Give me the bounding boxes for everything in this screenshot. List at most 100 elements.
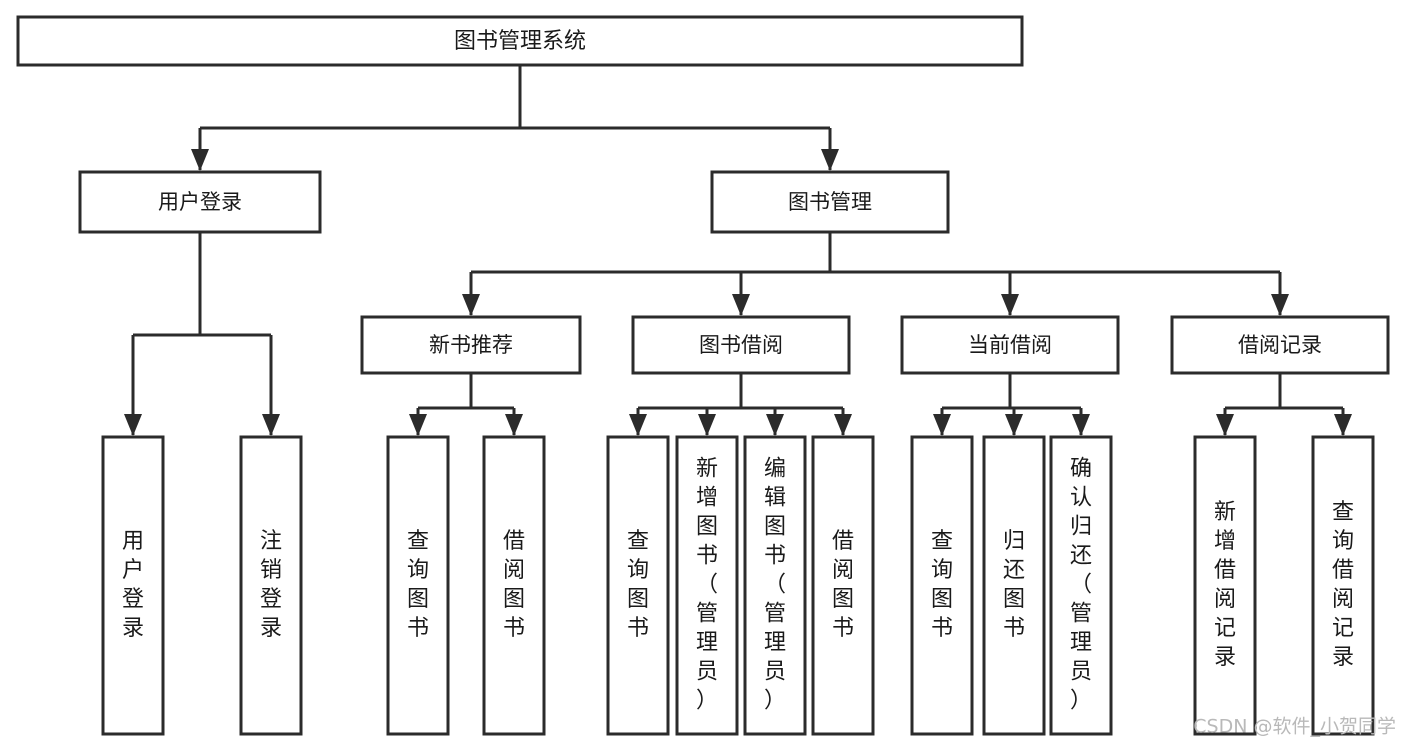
arrow-head-icon: [462, 294, 480, 316]
node-query-book-3-char: 书: [931, 616, 953, 641]
node-user-login-rect[interactable]: [78, 170, 322, 234]
connector-layer: [124, 65, 1352, 436]
node-confirm-return-admin-char: （: [1070, 573, 1092, 598]
node-layer: 图书管理系统用户登录图书管理用户登录注销登录新书推荐查询图书借阅图书图书借阅查询…: [16, 15, 1390, 736]
node-add-borrow-record-char: 借: [1214, 558, 1236, 583]
node-logout-char: 录: [260, 616, 282, 641]
node-query-book-2-rect[interactable]: [606, 435, 670, 736]
node-book-manage[interactable]: 图书管理: [710, 170, 950, 234]
node-add-borrow-record-rect[interactable]: [1193, 435, 1257, 736]
node-add-book-admin-char: 图: [696, 515, 718, 540]
node-borrow-book-2-char: 阅: [832, 558, 854, 583]
node-confirm-return-admin-rect[interactable]: [1049, 435, 1113, 736]
node-confirm-return-admin-char: 归: [1070, 515, 1092, 540]
node-query-book-2-char: 查: [627, 529, 649, 554]
node-add-book-admin-char: 新: [696, 457, 718, 482]
node-query-borrow-record-char: 借: [1332, 558, 1354, 583]
arrow-head-icon: [698, 414, 716, 436]
arrow-head-icon: [1216, 414, 1234, 436]
arrow-head-icon: [1001, 294, 1019, 316]
node-query-borrow-record-char: 询: [1332, 529, 1354, 554]
node-add-book-admin-rect[interactable]: [675, 435, 739, 736]
node-edit-book-admin-char: ）: [764, 689, 786, 714]
node-query-borrow-record-char: 查: [1332, 500, 1354, 525]
node-return-book-char: 书: [1003, 616, 1025, 641]
node-borrow-book-1-rect[interactable]: [482, 435, 546, 736]
node-query-borrow-record-char: 阅: [1332, 587, 1354, 612]
node-query-book-3-rect[interactable]: [910, 435, 974, 736]
node-edit-book-admin-char: 图: [764, 515, 786, 540]
node-new-book-recommend-rect[interactable]: [360, 315, 582, 375]
node-borrow-book-1-char: 图: [503, 587, 525, 612]
node-edit-book-admin-char: 员: [764, 660, 786, 685]
node-add-borrow-record-char: 录: [1214, 645, 1236, 670]
node-query-book-1-char: 查: [407, 529, 429, 554]
node-book-manage-rect[interactable]: [710, 170, 950, 234]
node-logout-char: 销: [260, 558, 282, 583]
node-add-borrow-record-char: 记: [1214, 616, 1236, 641]
node-root-label: 图书管理系统: [454, 29, 586, 54]
node-book-borrow-rect[interactable]: [631, 315, 851, 375]
node-add-borrow-record-char: 增: [1214, 529, 1236, 554]
node-return-book-char: 还: [1003, 558, 1025, 583]
node-current-borrow-label: 当前借阅: [968, 333, 1052, 357]
node-book-borrow[interactable]: 图书借阅: [631, 315, 851, 375]
node-query-book-3-char: 图: [931, 587, 953, 612]
node-book-borrow-label: 图书借阅: [699, 333, 783, 357]
arrow-head-icon: [505, 414, 523, 436]
node-user-login[interactable]: 用户登录: [78, 170, 322, 234]
arrow-head-icon: [1005, 414, 1023, 436]
node-return-book-rect[interactable]: [982, 435, 1046, 736]
node-query-book-1-rect[interactable]: [386, 435, 450, 736]
node-add-book-admin-char: 理: [696, 631, 718, 656]
node-borrow-book-2-char: 图: [832, 587, 854, 612]
arrow-head-icon: [124, 414, 142, 436]
node-login-char: 录: [122, 616, 144, 641]
node-login-rect[interactable]: [101, 435, 165, 736]
arrow-head-icon: [1334, 414, 1352, 436]
node-borrow-records[interactable]: 借阅记录: [1170, 315, 1390, 375]
node-current-borrow-rect[interactable]: [900, 315, 1120, 375]
node-login[interactable]: 用户登录: [101, 435, 165, 736]
node-logout-char: 注: [260, 529, 282, 554]
node-edit-book-admin-rect[interactable]: [743, 435, 807, 736]
node-edit-book-admin-char: （: [764, 573, 786, 598]
node-borrow-book-1-char: 阅: [503, 558, 525, 583]
node-query-borrow-record-rect[interactable]: [1311, 435, 1375, 736]
arrow-head-icon: [732, 294, 750, 316]
node-logout-rect[interactable]: [239, 435, 303, 736]
node-new-book-recommend[interactable]: 新书推荐: [360, 315, 582, 375]
node-current-borrow[interactable]: 当前借阅: [900, 315, 1120, 375]
node-add-book-admin-char: 书: [696, 544, 718, 569]
node-borrow-records-rect[interactable]: [1170, 315, 1390, 375]
node-query-book-3-char: 查: [931, 529, 953, 554]
node-edit-book-admin-char: 书: [764, 544, 786, 569]
node-add-book-admin-char: （: [696, 573, 718, 598]
node-borrow-book-1-char: 借: [503, 529, 525, 554]
csdn-watermark: CSDN @软件_小贺同学: [1193, 716, 1396, 738]
node-root-rect[interactable]: [16, 15, 1024, 67]
node-root[interactable]: 图书管理系统: [16, 15, 1024, 67]
node-add-borrow-record-char: 新: [1214, 500, 1236, 525]
node-confirm-return-admin-char: 确: [1070, 457, 1092, 482]
node-edit-book-admin-char: 管: [764, 602, 786, 627]
node-confirm-return-admin-char: ）: [1070, 689, 1092, 714]
node-borrow-book-2-rect[interactable]: [811, 435, 875, 736]
node-query-book-2-char: 图: [627, 587, 649, 612]
node-confirm-return-admin-char: 还: [1070, 544, 1092, 569]
node-query-book-1-char: 询: [407, 558, 429, 583]
